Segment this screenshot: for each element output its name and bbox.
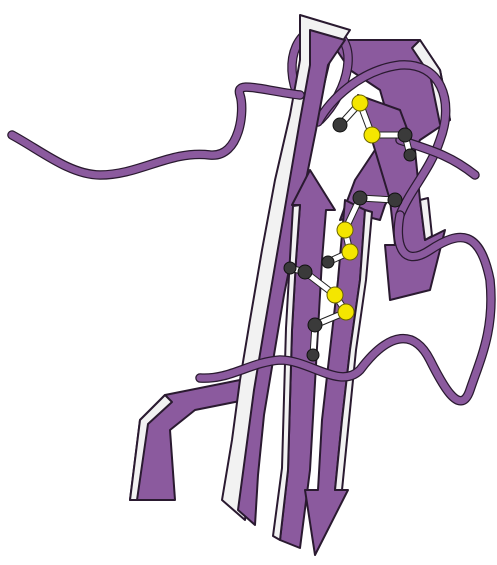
carbon-atom — [333, 118, 347, 132]
sulfur-atom — [327, 287, 343, 303]
carbon-atom — [308, 318, 322, 332]
sulfur-atom — [338, 304, 354, 320]
sulfur-atom — [342, 244, 358, 260]
carbon-atom — [307, 349, 319, 361]
carbon-atom — [388, 193, 402, 207]
carbon-atom — [398, 128, 412, 142]
carbon-atom — [353, 191, 367, 205]
carbon-atom — [322, 256, 334, 268]
sulfur-atom — [337, 222, 353, 238]
sulfur-atom — [364, 127, 380, 143]
sulfur-atom — [352, 95, 368, 111]
carbon-atom — [284, 262, 296, 274]
coil-n-terminal — [12, 87, 300, 175]
carbon-atom — [404, 149, 416, 161]
carbon-atom — [298, 265, 312, 279]
